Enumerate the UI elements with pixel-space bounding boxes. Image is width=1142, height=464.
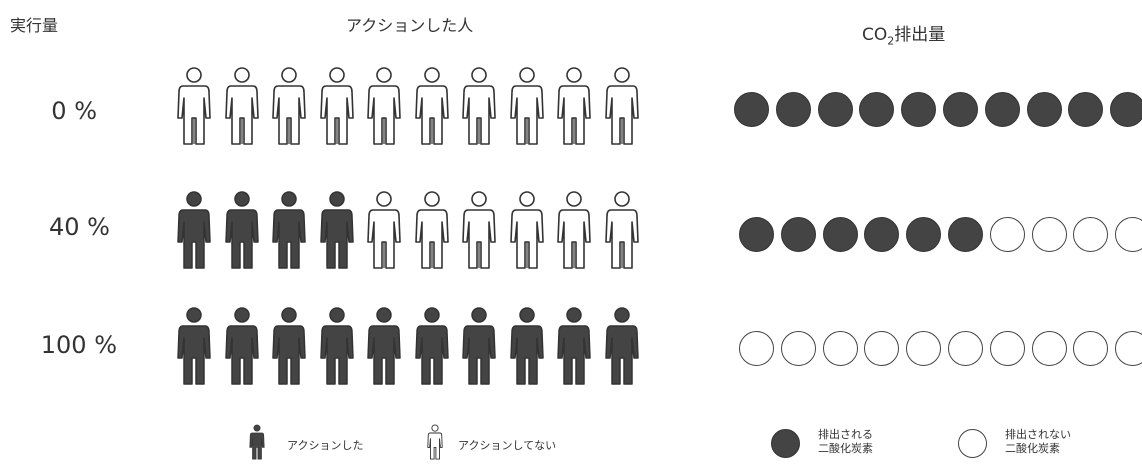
person-not-acted-icon	[272, 66, 306, 146]
co2-not-emitted-circle	[1031, 331, 1067, 366]
co2-emitted-circle	[775, 92, 811, 127]
person-acted-icon	[509, 306, 544, 386]
person-not-acted-icon	[414, 66, 449, 146]
person-not-acted-icon	[509, 190, 544, 270]
person-acted-icon	[604, 306, 639, 386]
person-not-acted-icon	[414, 190, 449, 270]
execution-header: 実行量	[10, 16, 59, 35]
legend-emitted-circle-icon	[771, 429, 800, 458]
co2-emitted-circle	[1110, 92, 1142, 127]
co2-emitted-circle	[734, 92, 769, 127]
legend-not-acted-person-icon	[424, 424, 446, 460]
co2-header: CO2排出量	[862, 25, 946, 48]
co2-not-emitted-circle	[864, 331, 900, 366]
person-not-acted-icon	[604, 190, 639, 270]
person-acted-icon	[224, 306, 259, 386]
co2-emitted-circle	[859, 92, 895, 127]
person-not-acted-icon	[367, 190, 401, 270]
person-acted-icon	[367, 306, 401, 386]
co2-emitted-circle	[739, 217, 774, 252]
co2-not-emitted-circle	[1073, 331, 1109, 366]
co2-emitted-circle	[984, 92, 1020, 127]
co2-not-emitted-circle	[1073, 217, 1109, 252]
co2-not-emitted-circle	[906, 331, 942, 366]
co2-emitted-circle	[780, 217, 816, 252]
person-acted-icon	[462, 306, 496, 386]
person-acted-icon	[224, 190, 259, 270]
co2-not-emitted-circle	[989, 217, 1025, 252]
person-not-acted-icon	[604, 66, 639, 146]
person-not-acted-icon	[224, 66, 259, 146]
co2-not-emitted-circle	[739, 331, 774, 366]
co2-not-emitted-circle	[989, 331, 1025, 366]
person-acted-icon	[177, 190, 211, 270]
people-row-0	[177, 66, 647, 146]
person-acted-icon	[319, 306, 354, 386]
person-acted-icon	[177, 306, 211, 386]
co2-emitted-circle	[1026, 92, 1062, 127]
person-not-acted-icon	[462, 190, 496, 270]
person-acted-icon	[272, 190, 306, 270]
row-label-1: 40 %	[49, 213, 110, 241]
legend-acted-label: アクションした	[287, 439, 364, 452]
legend-acted-person-icon	[246, 424, 268, 460]
co2-row-0	[734, 92, 1142, 130]
person-not-acted-icon	[509, 66, 544, 146]
person-not-acted-icon	[319, 66, 354, 146]
co2-emitted-circle	[943, 92, 978, 127]
legend-not-acted-label: アクションしてない	[458, 439, 557, 452]
co2-emitted-circle	[901, 92, 937, 127]
people-header: アクションした人	[346, 16, 474, 35]
person-acted-icon	[272, 306, 306, 386]
person-not-acted-icon	[557, 190, 591, 270]
person-not-acted-icon	[367, 66, 401, 146]
co2-not-emitted-circle	[822, 331, 858, 366]
person-acted-icon	[557, 306, 591, 386]
co2-emitted-circle	[864, 217, 900, 252]
co2-row-2	[739, 331, 1142, 369]
people-row-1	[177, 190, 647, 270]
co2-not-emitted-circle	[1115, 331, 1142, 366]
legend-not-emitted-label: 排出されない 二酸化炭素	[1005, 428, 1071, 455]
person-not-acted-icon	[177, 66, 211, 146]
co2-emitted-circle	[1068, 92, 1104, 127]
people-row-2	[177, 306, 647, 386]
legend-emitted-label: 排出される 二酸化炭素	[818, 428, 873, 455]
co2-not-emitted-circle	[948, 331, 983, 366]
co2-not-emitted-circle	[1115, 217, 1142, 252]
person-not-acted-icon	[557, 66, 591, 146]
co2-not-emitted-circle	[1031, 217, 1067, 252]
co2-emitted-circle	[948, 217, 983, 252]
legend-not-emitted-circle-icon	[958, 429, 987, 458]
person-acted-icon	[319, 190, 354, 270]
row-label-2: 100 %	[40, 331, 117, 359]
co2-emitted-circle	[906, 217, 942, 252]
person-acted-icon	[414, 306, 449, 386]
co2-not-emitted-circle	[780, 331, 816, 366]
co2-row-1	[739, 217, 1142, 255]
co2-emitted-circle	[822, 217, 858, 252]
row-label-0: 0 %	[51, 97, 97, 125]
person-not-acted-icon	[462, 66, 496, 146]
co2-emitted-circle	[817, 92, 853, 127]
